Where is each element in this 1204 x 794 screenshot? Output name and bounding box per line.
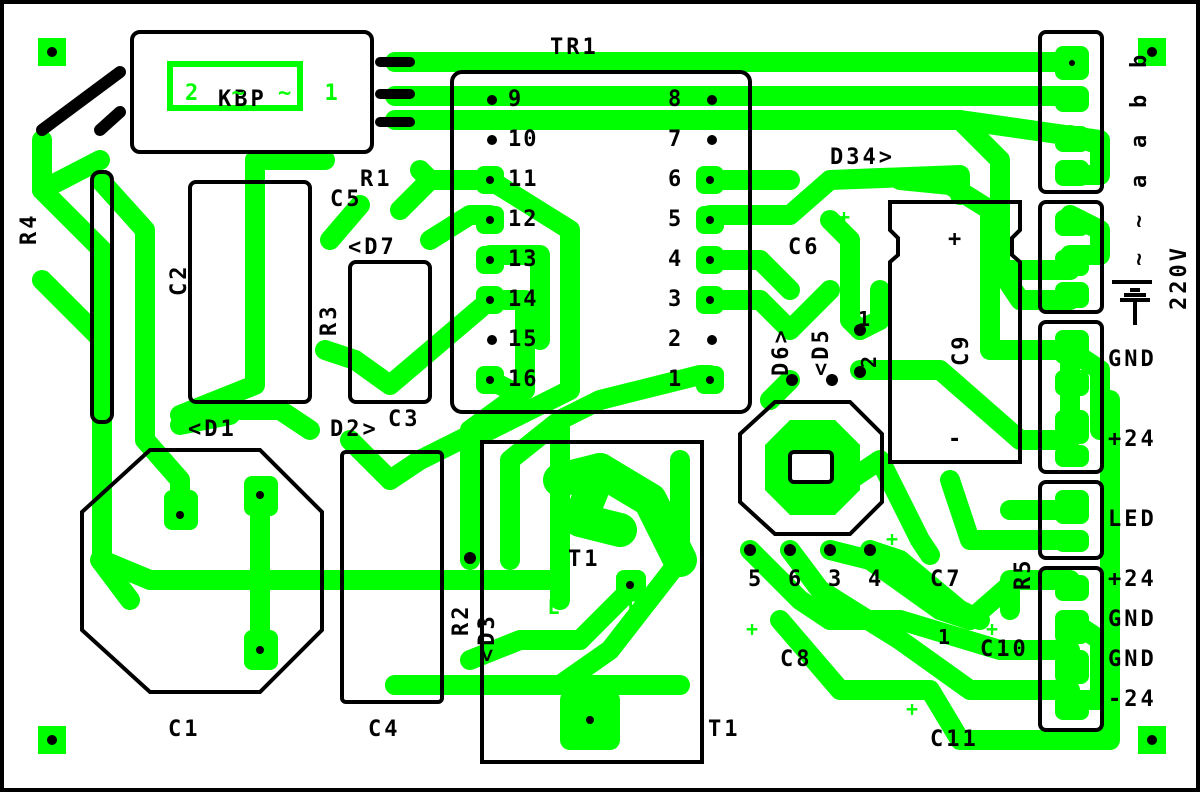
tr1-pin-label: 10 bbox=[508, 127, 539, 152]
label-t1-b: B bbox=[628, 595, 640, 619]
silkscreen bbox=[36, 30, 1152, 764]
label-c1: C1 bbox=[168, 717, 201, 742]
c11-plus-sign: + bbox=[906, 697, 918, 721]
label-c5: C5 bbox=[330, 187, 363, 212]
tr1-pin-label: 1 bbox=[668, 367, 683, 392]
tr1-pin-label: 9 bbox=[508, 87, 523, 112]
label-r3: R3 bbox=[317, 304, 342, 337]
tr1-pin-labels: 9 10 11 12 13 14 15 16 8 7 6 5 4 3 2 1 bbox=[508, 87, 683, 392]
label-c10: C10 bbox=[980, 637, 1029, 662]
label-c3: C3 bbox=[388, 407, 421, 432]
tr1-pin-label: 15 bbox=[508, 327, 539, 352]
label-kbp-pins: 2 ~ ~ 1 bbox=[185, 81, 348, 106]
ic-heatsink bbox=[765, 420, 860, 515]
connector-labels: b b a a ~ ~ 220V GND +24 LED +24 GND GND… bbox=[1108, 52, 1192, 712]
tr1-pin-label: 14 bbox=[508, 287, 539, 312]
output-label: GND bbox=[1108, 647, 1157, 672]
label-d6: D6> bbox=[769, 327, 794, 376]
label-d2: D2> bbox=[330, 417, 379, 442]
tr1-pin-label: 16 bbox=[508, 367, 539, 392]
label-c8: C8 bbox=[780, 647, 813, 672]
label-d3: <D3 bbox=[475, 613, 500, 662]
output-label: LED bbox=[1108, 507, 1157, 532]
tr1-pin-label: 12 bbox=[508, 207, 539, 232]
label-d34: D34> bbox=[830, 145, 895, 170]
label-c2: C2 bbox=[167, 264, 192, 297]
label-c11: C11 bbox=[930, 727, 979, 752]
label-r4: R4 bbox=[17, 213, 42, 246]
c9-plus-sign: + bbox=[948, 227, 964, 252]
c10-plus-sign: + bbox=[986, 617, 998, 641]
label-c7: C7 bbox=[930, 567, 963, 592]
conn-label: b bbox=[1127, 52, 1152, 68]
label-tr1: TR1 bbox=[550, 35, 599, 60]
label-d5: <D5 bbox=[809, 327, 834, 376]
label-d7: <D7 bbox=[348, 235, 397, 260]
conn-label: b bbox=[1127, 92, 1152, 108]
c6-plus-sign: + bbox=[838, 205, 850, 229]
output-label: +24 bbox=[1108, 427, 1157, 452]
label-kbp: KBP bbox=[218, 87, 267, 112]
label-t1-e: E bbox=[548, 595, 560, 619]
ic-pin-labels: 5 6 3 4 bbox=[748, 567, 883, 592]
label-r5: R5 bbox=[1011, 558, 1036, 591]
conn-label-220v: 220V bbox=[1167, 245, 1192, 310]
c10-pin1-label: 1 bbox=[938, 625, 952, 649]
label-c6: C6 bbox=[788, 235, 821, 260]
label-d1: <D1 bbox=[188, 417, 237, 442]
component-labels: TR1 KBP 2 ~ ~ 1 R1 C5 <D7 R4 C2 R3 C3 <D… bbox=[17, 35, 1036, 752]
tr1-pin-label: 2 bbox=[668, 327, 683, 352]
tr1-pin-label: 13 bbox=[508, 247, 539, 272]
c9-pin2-label: 2 bbox=[857, 354, 881, 368]
ic-pin-label: 6 bbox=[788, 567, 803, 592]
tr1-pin-label: 6 bbox=[668, 167, 683, 192]
tr1-pin-label: 4 bbox=[668, 247, 683, 272]
c7-plus-sign: + bbox=[886, 527, 898, 551]
conn-label: ~ bbox=[1127, 212, 1152, 228]
label-t1-top: T1 bbox=[568, 547, 601, 572]
conn-label: a bbox=[1127, 132, 1152, 148]
tr1-pin-label: 5 bbox=[668, 207, 683, 232]
label-r2: R2 bbox=[449, 604, 474, 637]
ic-pin-label: 3 bbox=[828, 567, 843, 592]
pads bbox=[164, 46, 1089, 750]
output-label: GND bbox=[1108, 607, 1157, 632]
label-r1: R1 bbox=[360, 167, 393, 192]
label-c4: C4 bbox=[368, 717, 401, 742]
label-c9: C9 bbox=[949, 334, 974, 367]
label-t1-bottom: T1 bbox=[708, 717, 741, 742]
output-label: GND bbox=[1108, 347, 1157, 372]
ic-pin-label: 5 bbox=[748, 567, 763, 592]
c8-plus-sign: + bbox=[746, 617, 758, 641]
c9-minus-sign: - bbox=[948, 427, 964, 452]
output-label: +24 bbox=[1108, 567, 1157, 592]
conn-label: ~ bbox=[1127, 250, 1152, 266]
tr1-pin-label: 3 bbox=[668, 287, 683, 312]
mounting-pads bbox=[38, 38, 1166, 754]
output-label: -24 bbox=[1108, 687, 1157, 712]
tr1-pin-label: 11 bbox=[508, 167, 539, 192]
tr1-pin-label: 8 bbox=[668, 87, 683, 112]
ic-pin-label: 4 bbox=[868, 567, 883, 592]
c9-pin1-label: 1 bbox=[858, 307, 872, 331]
conn-label: a bbox=[1127, 172, 1152, 188]
tr1-pin-label: 7 bbox=[668, 127, 683, 152]
